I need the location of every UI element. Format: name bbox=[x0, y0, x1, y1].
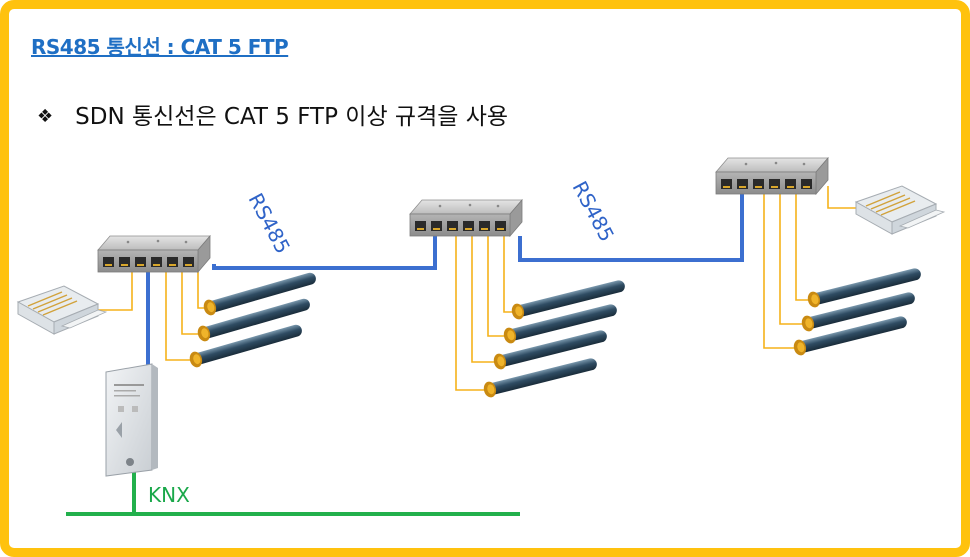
bullet-icon: ❖ bbox=[37, 106, 54, 127]
motor-wires bbox=[96, 186, 856, 391]
bullet-line: ❖ SDN 통신선은 CAT 5 FTP 이상 규격을 사용 bbox=[37, 97, 508, 131]
knx-bus-wire bbox=[66, 470, 520, 516]
rs485-hub-center bbox=[409, 199, 523, 237]
rs485-label-left: RS485 bbox=[244, 189, 296, 257]
rs485-label-right: RS485 bbox=[568, 177, 620, 245]
slide-title: RS485 통신선 : CAT 5 FTP bbox=[31, 35, 289, 59]
rs485-hub-left bbox=[97, 235, 211, 273]
rj45-connector-icon bbox=[855, 185, 945, 235]
rj45-connector-icon bbox=[17, 285, 107, 335]
rs485-bus-wire bbox=[146, 194, 744, 368]
knx-interface-module-icon bbox=[105, 363, 158, 477]
rs485-hub-right bbox=[715, 157, 829, 195]
knx-label: KNX bbox=[148, 483, 190, 507]
bullet-text: SDN 통신선은 CAT 5 FTP 이상 규격을 사용 bbox=[75, 104, 509, 130]
